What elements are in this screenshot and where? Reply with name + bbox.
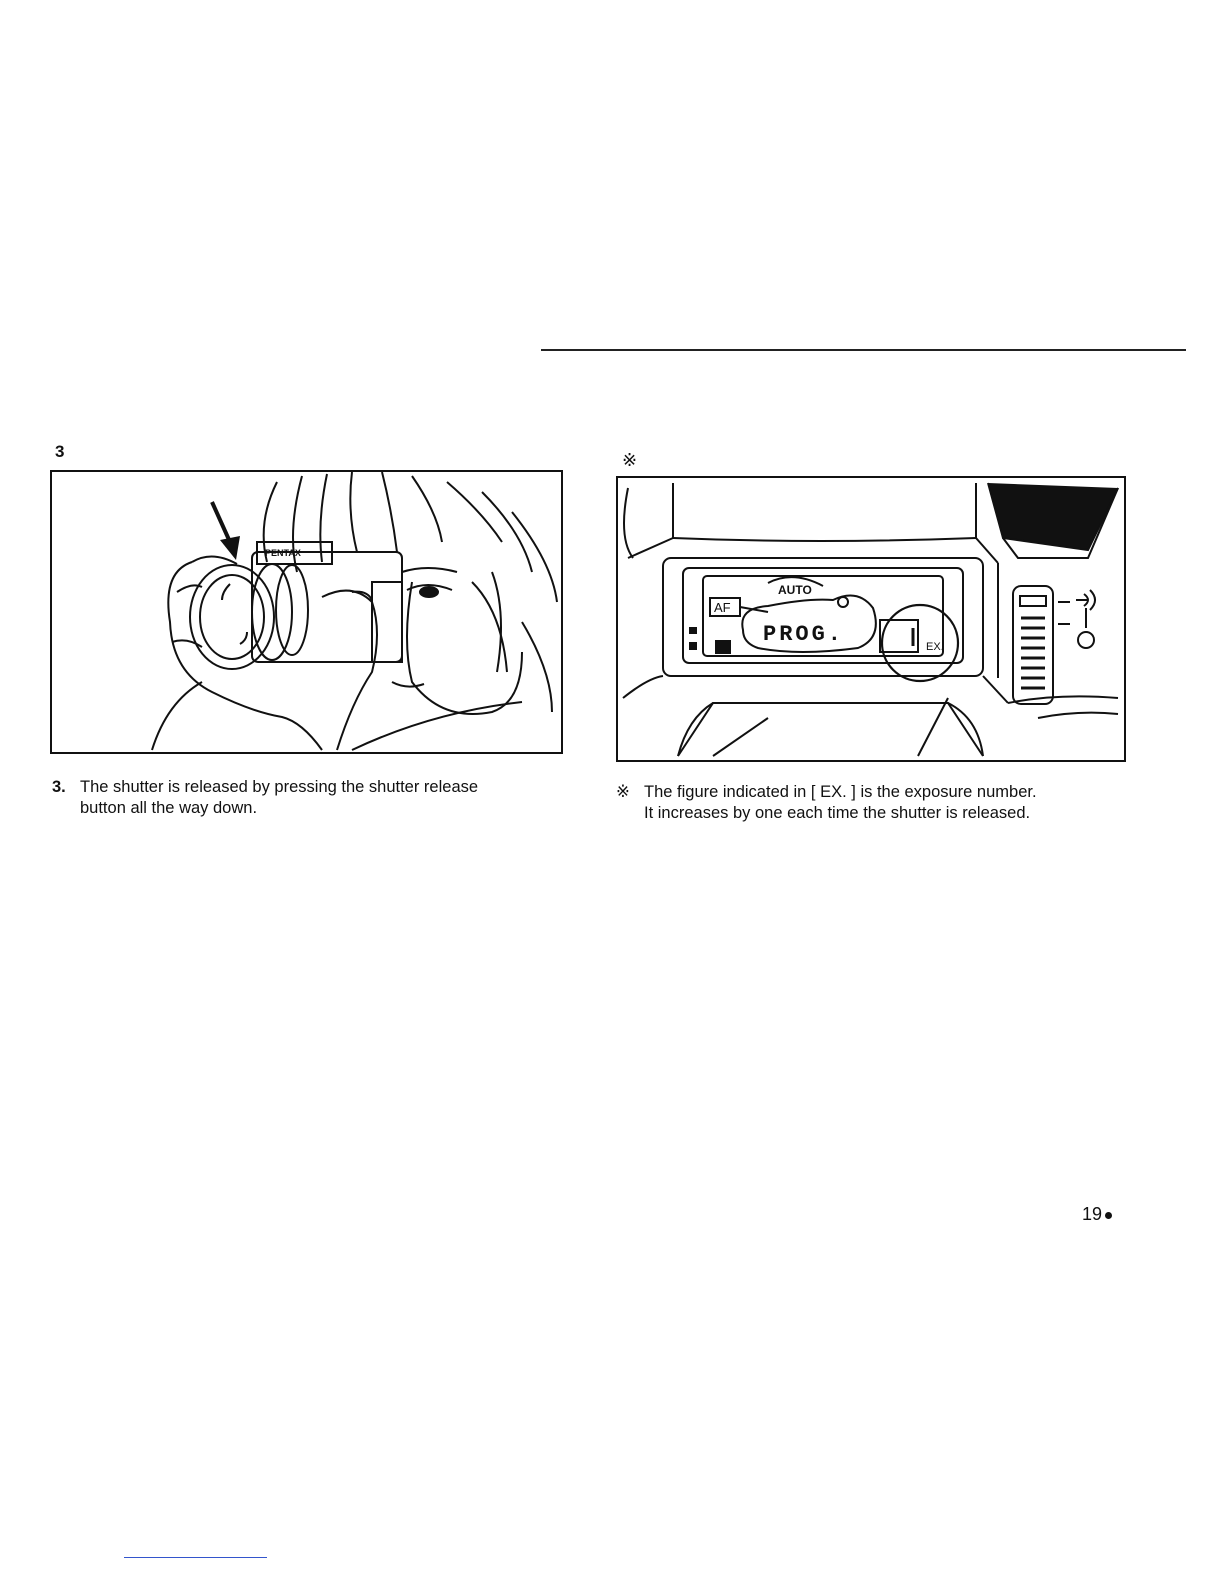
illustration-shutter-release: PENTAX <box>50 470 563 754</box>
caption-right-line1: The figure indicated in [ EX. ] is the e… <box>644 783 1037 801</box>
page-number-text: 19 <box>1082 1204 1102 1224</box>
camera-brand-label: PENTAX <box>265 548 301 558</box>
figure-reference-mark: ※ <box>622 450 637 471</box>
caption-left-line1: The shutter is released by pressing the … <box>80 778 478 796</box>
figure-number: 3 <box>55 442 64 462</box>
caption-right-line2: It increases by one each time the shutte… <box>616 803 1136 824</box>
header-rule <box>541 349 1186 351</box>
lcd-prog-label: PROG. <box>763 622 844 647</box>
caption-exposure-number: ※The figure indicated in [ EX. ] is the … <box>616 782 1136 824</box>
caption-shutter-release: 3.The shutter is released by pressing th… <box>52 777 552 819</box>
illustration-lcd-panel: AF AUTO PROG. EX. <box>616 476 1126 762</box>
caption-reference-mark: ※ <box>616 782 644 803</box>
lcd-af-label: AF <box>714 600 731 615</box>
bullet-icon <box>1105 1212 1112 1219</box>
lcd-ex-label: EX. <box>926 641 944 653</box>
caption-step-number: 3. <box>52 777 80 798</box>
footer-rule <box>124 1557 267 1558</box>
caption-left-line2: button all the way down. <box>52 798 552 819</box>
page-number: 19 <box>1082 1204 1112 1225</box>
lcd-auto-label: AUTO <box>778 583 812 597</box>
